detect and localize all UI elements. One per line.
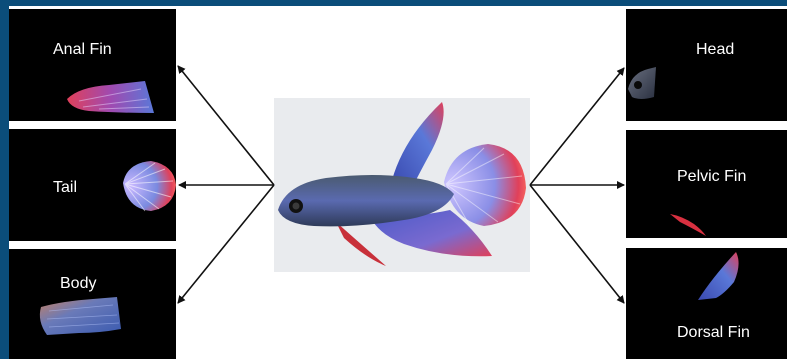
arrow-to-head: [530, 68, 624, 185]
arrow-to-dorsal-fin: [530, 185, 624, 303]
arrow-to-body: [178, 185, 274, 303]
arrow-to-anal-fin: [178, 66, 274, 185]
